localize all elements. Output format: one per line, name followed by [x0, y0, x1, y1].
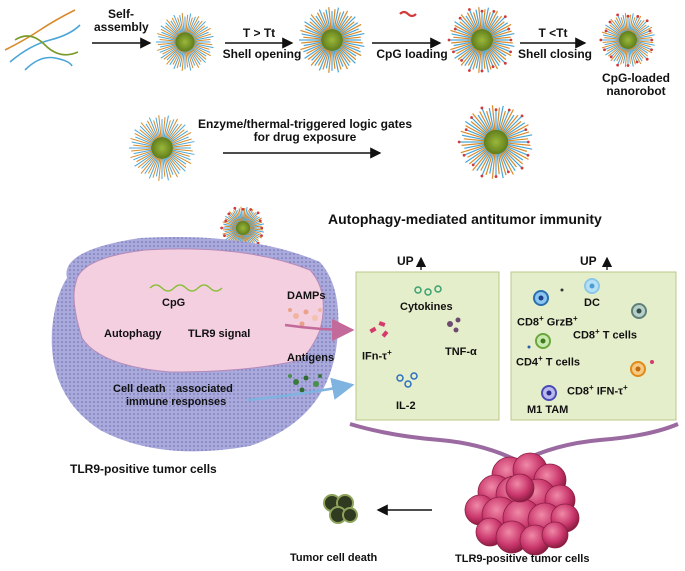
- il2-label: IL-2: [396, 400, 416, 412]
- damps-label: DAMPs: [287, 290, 326, 302]
- cd4-t-cell-icon: [527, 333, 551, 349]
- tumor-cell-cytoplasm: [73, 248, 324, 373]
- tumor-cells-caption: TLR9-positive tumor cells: [70, 462, 217, 476]
- cpg-dna-icon: [149, 284, 223, 292]
- tumor-cells-bottom-label: TLR9-positive tumor cells: [455, 553, 590, 565]
- cd8-grzb-cell-icon: [533, 288, 564, 306]
- il2-icon: [396, 372, 418, 388]
- tumor-blob: [505, 473, 535, 503]
- self-assembly-label: Self-assembly: [94, 7, 149, 34]
- damps-icon: [288, 308, 322, 327]
- dead-tumor-cells-icon: [323, 494, 358, 524]
- antigens-icon: [288, 374, 322, 393]
- dc-cell-icon: [584, 278, 600, 294]
- cd4-t-cells-label: CD4+ T cells: [516, 354, 580, 369]
- shell-opening-label: Shell opening: [222, 47, 302, 61]
- cd8-t-cells-label: CD8+ T cells: [573, 327, 637, 342]
- tlr9-signal-label: TLR9 signal: [188, 328, 251, 340]
- cytokines-label: Cytokines: [400, 301, 453, 313]
- nanorobot-group: [129, 7, 655, 250]
- nanorobot-release-icon: [457, 105, 533, 179]
- ifn-icon: [369, 321, 389, 338]
- nanorobot-entering-icon: [220, 206, 265, 250]
- up-label-1: UP: [397, 254, 414, 268]
- cd8-ifn-cell-icon: [630, 360, 654, 377]
- open-shell-nanorobot-icon: [299, 7, 365, 73]
- m1-tam-cell-icon: [541, 385, 557, 401]
- micelle-icon: [155, 12, 214, 72]
- tumor-cell-death-label: Tumor cell death: [290, 552, 378, 564]
- polymer-strands: [4, 9, 81, 71]
- cd8-grzb-label: CD8+ GrzB+: [517, 314, 578, 329]
- nanorobot-trigger-icon: [129, 115, 195, 181]
- cd8-ifn-label: CD8+ IFN-τ+: [567, 383, 628, 398]
- tnf-label: TNF-α: [445, 346, 477, 358]
- cpg-loaded-nanorobot-icon: [599, 12, 655, 68]
- loaded-nanorobot-icon: [447, 7, 515, 73]
- cytokines-icon: [414, 285, 442, 296]
- dc-label: DC: [584, 297, 600, 309]
- shell-closing-label: Shell closing: [517, 47, 592, 61]
- cpg-strand-icon: [399, 10, 417, 18]
- tumor-mass: [464, 452, 580, 556]
- shell-opening-label-top: T > Tt: [242, 26, 276, 40]
- convergence-brace: [349, 422, 679, 465]
- tumor-blob: [541, 521, 569, 549]
- arrow-damps: [284, 318, 355, 342]
- autophagy-label: Autophagy: [104, 328, 162, 340]
- ifn-label: IFn-τ+: [362, 348, 392, 363]
- tnf-icon: [447, 317, 461, 333]
- m1-tam-label: M1 TAM: [527, 404, 569, 416]
- associated-label: associated: [176, 383, 233, 395]
- immune-responses-label: immune responses: [126, 396, 227, 408]
- cell-death-label: Cell death: [113, 383, 166, 395]
- section-title: Autophagy-mediated antitumor immunity: [328, 211, 602, 227]
- cpg-loading-label: CpG loading: [376, 47, 448, 61]
- cpg-label: CpG: [162, 297, 186, 309]
- antigens-label: Antigens: [287, 352, 335, 364]
- up-label-2: UP: [580, 254, 597, 268]
- cd8-t-cell-icon: [631, 303, 647, 319]
- cytokine-panel: [355, 271, 500, 421]
- arrow-antigens: [247, 377, 355, 402]
- shell-closing-label-top: T <Tt: [538, 26, 568, 40]
